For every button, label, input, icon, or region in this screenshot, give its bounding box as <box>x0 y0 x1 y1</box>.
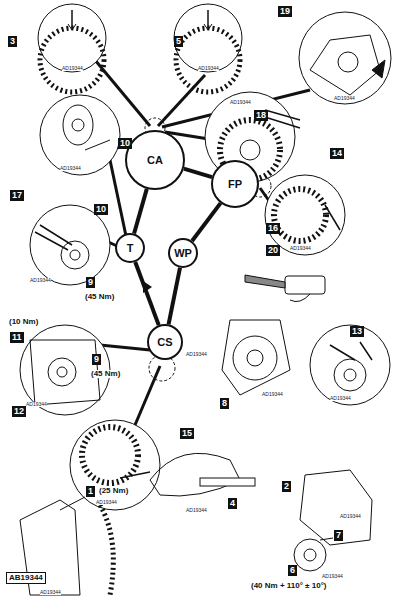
torque-value: (25 Nm) <box>98 487 129 495</box>
figure-code: AD19344 <box>186 508 207 513</box>
figure-code: AD19344 <box>198 66 219 71</box>
callout-number: 2 <box>282 481 291 492</box>
callout-number: 16 <box>266 223 280 234</box>
callout-number: 15 <box>180 428 194 439</box>
pulley: WP <box>168 238 198 268</box>
callout-number: 5 <box>174 36 183 47</box>
callout-number: 18 <box>254 110 268 121</box>
callout-number: 10 <box>94 204 108 215</box>
callout-number: 1 <box>86 486 95 497</box>
figure-code: AD19344 <box>262 392 283 397</box>
callout-number: 9 <box>86 277 95 288</box>
figure-code: AD19344 <box>230 100 251 105</box>
callout-number: 4 <box>228 498 237 509</box>
figure-code: AB19344 <box>6 572 46 584</box>
callout-number: 3 <box>8 36 17 47</box>
timing-belt <box>192 203 221 241</box>
figure-code: AD19344 <box>340 514 361 519</box>
callout-number: 20 <box>266 245 280 256</box>
callout-number: 17 <box>10 190 24 201</box>
figure-code: AD19344 <box>40 590 61 595</box>
callout-number: 8 <box>220 398 229 409</box>
pulley: T <box>115 233 145 263</box>
figure-code: AD19344 <box>290 246 311 251</box>
callout-number: 19 <box>278 6 292 17</box>
callout-number: 7 <box>334 530 343 541</box>
figure-code: AD19344 <box>322 574 343 579</box>
callout-number: 9 <box>92 354 101 365</box>
pulley: CA <box>125 130 185 190</box>
pulley-label: T <box>127 242 134 254</box>
figure-code: AD19344 <box>96 500 117 505</box>
figure-code: AD19344 <box>186 352 207 357</box>
callout-number: 14 <box>330 148 344 159</box>
figure-code: AD19344 <box>334 96 355 101</box>
pulley-label: FP <box>228 178 242 190</box>
figure-code: AD19344 <box>62 66 83 71</box>
pulley-label: WP <box>174 247 192 259</box>
timing-belt <box>169 268 180 325</box>
figure-code: AD19344 <box>60 166 81 171</box>
torque-value: (45 Nm) <box>84 293 115 301</box>
pulley-label: CA <box>147 154 163 166</box>
figure-code: AD19344 <box>330 396 351 401</box>
callout-number: 10 <box>118 138 132 149</box>
timing-belt <box>134 189 147 234</box>
timing-belt <box>184 169 212 177</box>
pulley: CS <box>147 324 183 360</box>
pulley: FP <box>211 160 259 208</box>
callout-number: 12 <box>12 406 26 417</box>
timing-belt <box>135 262 158 325</box>
callout-number: 6 <box>288 565 297 576</box>
figure-code: AD19344 <box>30 278 51 283</box>
figure-code: AD19344 <box>26 402 47 407</box>
pulley-label: CS <box>157 336 172 348</box>
torque-value: (45 Nm) <box>90 370 121 378</box>
callout-number: 11 <box>10 332 24 343</box>
torque-value: (10 Nm) <box>8 318 39 326</box>
callout-number: 13 <box>350 326 364 337</box>
torque-value: (40 Nm + 110° ± 10°) <box>250 582 328 590</box>
